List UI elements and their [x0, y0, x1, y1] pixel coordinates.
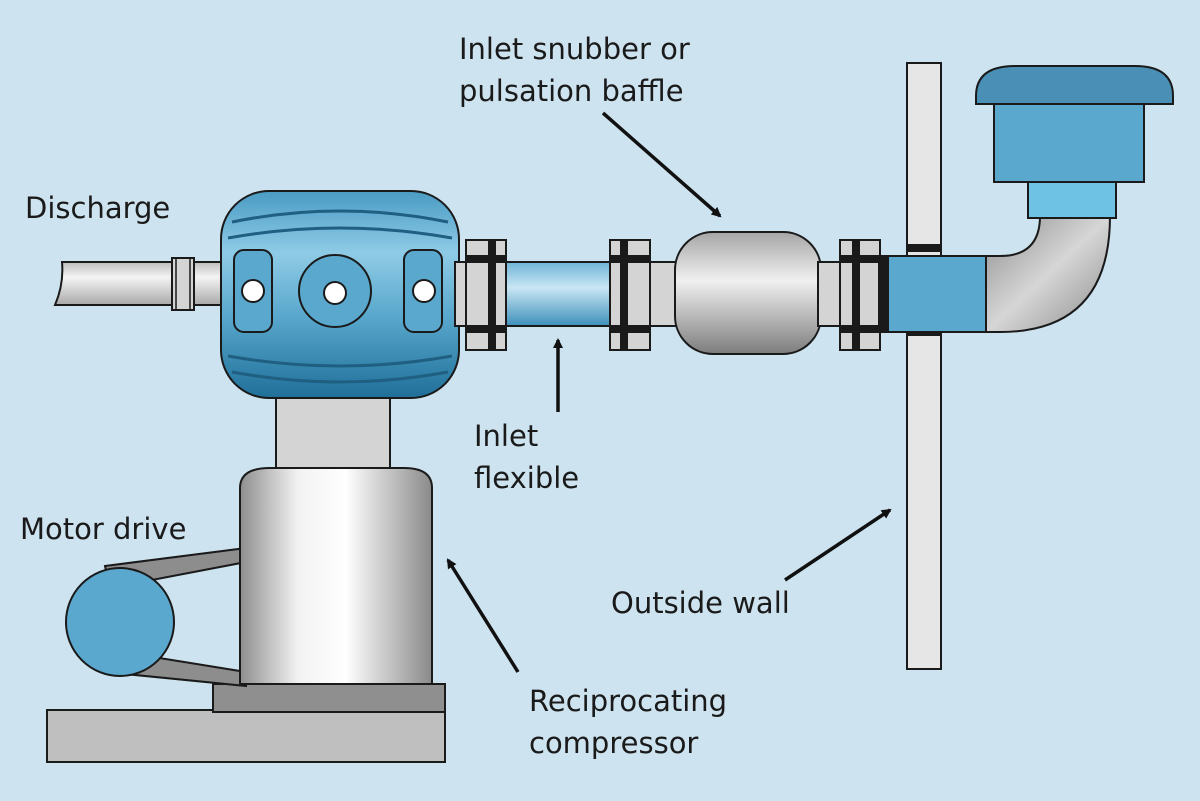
pipe-elbow [985, 215, 1112, 333]
label-discharge: Discharge [25, 191, 171, 225]
label-compressor-1: Reciprocating [529, 684, 728, 718]
label-inlet-flexible-2: flexible [474, 461, 580, 495]
outside-wall [906, 62, 942, 670]
inlet-snubber [674, 231, 822, 355]
flange-1 [465, 239, 507, 351]
motor-pulley [65, 567, 175, 677]
label-inlet-flexible-1: Inlet [474, 419, 539, 453]
arrow-outside-wall [784, 508, 892, 582]
discharge-flange [171, 257, 195, 311]
flange-2 [609, 239, 651, 351]
compressor-body [239, 467, 433, 685]
bolt-right [412, 279, 436, 303]
intake-cap [975, 65, 1174, 105]
arrow-inlet-snubber [601, 111, 722, 218]
flange-3 [839, 239, 888, 351]
compressor-neck [275, 394, 391, 469]
base-slab [46, 709, 446, 763]
bolt-center [323, 281, 347, 305]
arrow-compressor [446, 558, 520, 673]
label-compressor-2: compressor [529, 726, 699, 760]
bolt-left [241, 279, 265, 303]
inlet-flexible-pipe [505, 261, 611, 327]
compressor-base-plate [212, 683, 446, 713]
label-outside-wall: Outside wall [611, 586, 790, 620]
label-inlet-snubber-2: pulsation baffle [459, 74, 684, 108]
label-inlet-snubber-1: Inlet snubber or [459, 32, 690, 66]
discharge-pipe [53, 261, 226, 306]
wall-penetration-pipe [887, 255, 989, 333]
intake-filter [993, 103, 1145, 183]
intake-collar [1027, 179, 1117, 219]
label-motor-drive: Motor drive [20, 512, 187, 546]
